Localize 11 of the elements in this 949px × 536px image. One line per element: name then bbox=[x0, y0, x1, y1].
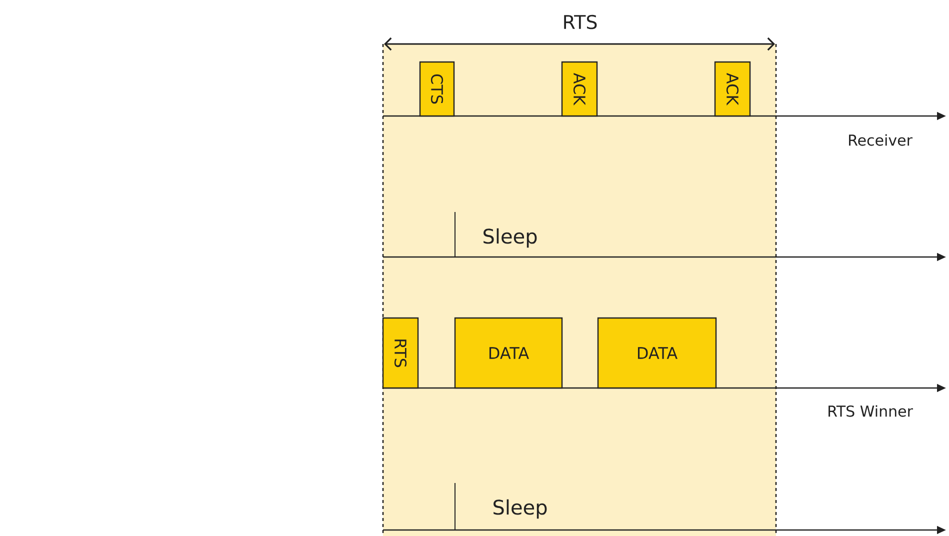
frame-box: DATA bbox=[597, 317, 717, 389]
frame-box: RTS bbox=[382, 317, 419, 389]
timeline-label: Receiver bbox=[849, 134, 912, 146]
frame-box: ACK bbox=[714, 61, 751, 117]
frame-box: CTS bbox=[419, 61, 455, 117]
frame-box: DATA bbox=[454, 317, 563, 389]
dimension-label: RTS bbox=[564, 14, 597, 30]
state-label: Sleep bbox=[484, 228, 537, 248]
timeline-label: RTS Winner bbox=[828, 405, 913, 417]
state-label: Sleep bbox=[494, 499, 547, 519]
frame-box: ACK bbox=[561, 61, 598, 117]
